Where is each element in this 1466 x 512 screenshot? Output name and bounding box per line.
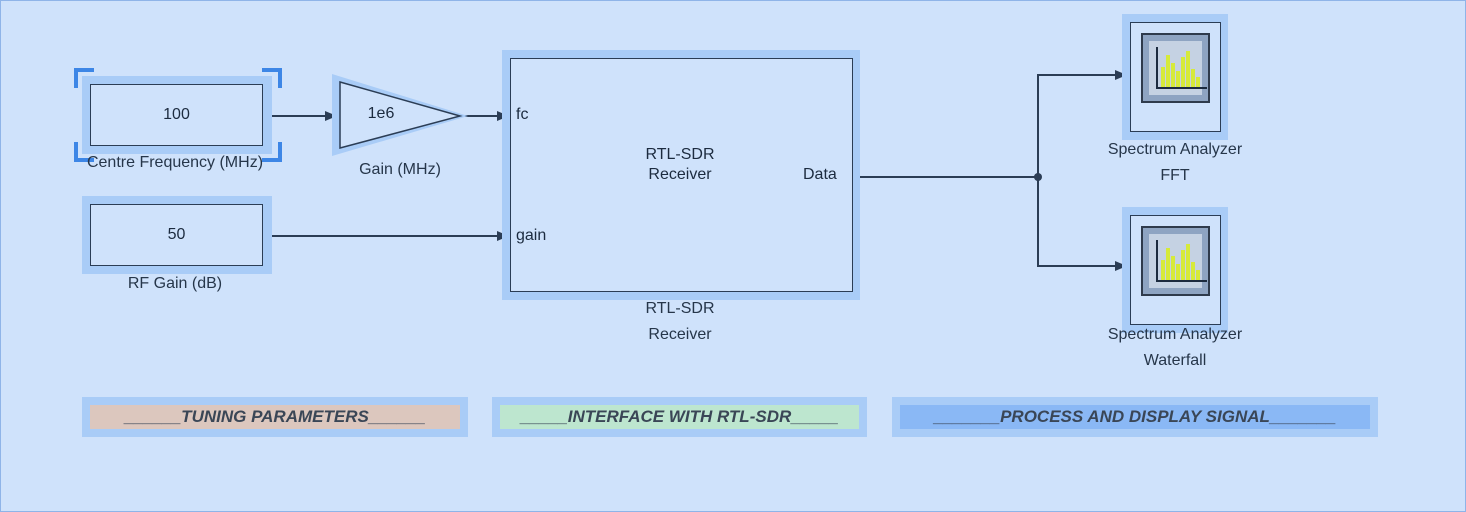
spectrum-analyzer-waterfall-block[interactable] [1130,215,1221,325]
selection-corner-tl [74,68,94,88]
annotation-tuning-text: ______TUNING PARAMETERS______ [90,405,460,429]
receiver-inner-title-line1: RTL-SDR [645,146,715,163]
branch-point [1034,173,1042,181]
spectrum-analyzer-icon [1141,226,1210,296]
spectrum-analyzer-icon [1141,33,1210,103]
receiver-label-line1: RTL-SDR [645,300,715,317]
port-data: Data [803,166,837,183]
selection-corner-br [262,142,282,162]
centre-frequency-block[interactable]: 100 [90,84,263,146]
annotation-interface[interactable]: _____INTERFACE WITH RTL-SDR_____ [492,397,867,437]
receiver-label-line2: Receiver [648,326,712,343]
wire-data-to-waterfall [1037,177,1127,271]
wire-data-to-fft [853,70,1127,178]
gain-label: Gain (MHz) [359,161,441,178]
annotation-process-text: _______PROCESS AND DISPLAY SIGNAL_______ [900,405,1370,429]
annotation-interface-text: _____INTERFACE WITH RTL-SDR_____ [500,405,859,429]
rf-gain-block[interactable]: 50 [90,204,263,266]
receiver-inner-title-line2: Receiver [648,166,712,183]
gain-value: 1e6 [367,105,395,122]
selection-corner-bl [74,142,94,162]
rtl-sdr-receiver-block[interactable] [510,58,853,292]
fft-scope-label-line1: Spectrum Analyzer [1107,141,1243,158]
port-gain: gain [516,227,547,244]
selection-corner-tr [262,68,282,88]
spectrum-analyzer-fft-block[interactable] [1130,22,1221,132]
port-fc: fc [516,106,529,123]
centre-frequency-label: Centre Frequency (MHz) [86,154,264,171]
receiver-inner-title: RTL-SDR Receiver [600,145,760,185]
rf-gain-value: 50 [167,226,186,243]
annotation-process-display[interactable]: _______PROCESS AND DISPLAY SIGNAL_______ [892,397,1378,437]
centre-frequency-value: 100 [163,106,190,123]
gain-block[interactable] [328,70,476,160]
waterfall-scope-label-line2: Waterfall [1143,352,1207,369]
annotation-tuning-parameters[interactable]: ______TUNING PARAMETERS______ [82,397,468,437]
rf-gain-label: RF Gain (dB) [127,275,223,292]
fft-scope-label-line2: FFT [1160,167,1190,184]
waterfall-scope-label-line1: Spectrum Analyzer [1107,326,1243,343]
